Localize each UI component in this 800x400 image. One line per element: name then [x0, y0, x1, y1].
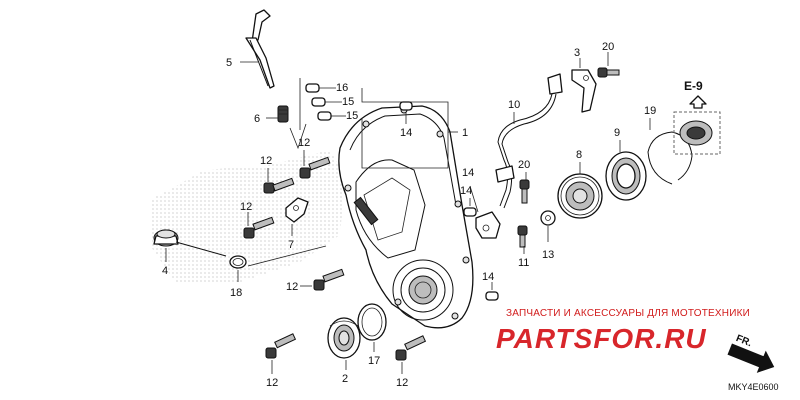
bolt-12c — [243, 216, 275, 239]
label-12d: 12 — [286, 281, 298, 293]
label-6: 6 — [254, 113, 260, 125]
label-15b: 15 — [346, 110, 358, 122]
bolt-12f — [395, 335, 427, 361]
label-10: 10 — [508, 99, 520, 111]
label-8: 8 — [576, 149, 582, 161]
one-way-clutch — [605, 151, 647, 201]
clutch-cover — [338, 105, 474, 329]
o-ring-18 — [229, 255, 247, 269]
label-19: 19 — [644, 105, 656, 117]
label-12e: 12 — [266, 377, 278, 389]
watermark-logo: PARTSFOR.RU — [496, 323, 707, 354]
watermark-caption: ЗАПЧАСТИ И АКСЕССУАРЫ ДЛЯ МОТОТЕХНИКИ — [506, 308, 750, 319]
label-12c: 12 — [240, 201, 252, 213]
label-13: 13 — [542, 249, 554, 261]
label-14d: 14 — [462, 167, 474, 179]
dowel-pins — [305, 83, 332, 121]
spring — [277, 105, 289, 123]
clamp-bracket — [571, 69, 597, 113]
label-7: 7 — [288, 239, 294, 251]
dowel-14-bottom — [485, 291, 499, 301]
front-direction-arrow: FR. — [727, 333, 775, 373]
label-5: 5 — [226, 57, 232, 69]
label-4: 4 — [162, 265, 168, 277]
bolt-12d — [313, 268, 345, 291]
label-2: 2 — [342, 373, 348, 385]
diagram-code: MKY4E0600 — [728, 382, 779, 392]
oil-lever — [245, 9, 275, 89]
bolt-20b — [519, 179, 530, 204]
engine-background — [150, 150, 345, 282]
bolt-12e — [265, 333, 297, 359]
label-1: 1 — [462, 127, 468, 139]
label-11: 11 — [518, 257, 529, 269]
label-12f: 12 — [396, 377, 408, 389]
label-3: 3 — [574, 47, 580, 59]
label-14b: 14 — [460, 185, 472, 197]
sensor-harness — [475, 73, 563, 239]
label-17: 17 — [368, 355, 380, 367]
crankcase-cap — [327, 317, 361, 359]
dowel-14-top — [399, 101, 413, 111]
watermark: ЗАПЧАСТИ И АКСЕССУАРЫ ДЛЯ МОТОТЕХНИКИ PA… — [496, 308, 750, 354]
label-12b: 12 — [298, 137, 310, 149]
starter-gear — [557, 173, 603, 219]
bolt-12a — [263, 177, 295, 194]
label-14a: 14 — [400, 127, 412, 139]
reference-e9: E-9 — [673, 79, 721, 155]
label-18: 18 — [230, 287, 242, 299]
label-16: 16 — [336, 82, 348, 94]
label-14c: 14 — [482, 271, 494, 283]
bracket — [285, 197, 309, 223]
label-9: 9 — [614, 127, 620, 139]
dowel-14-mid — [463, 207, 477, 217]
washer-13 — [540, 210, 556, 226]
bolt-11 — [517, 225, 528, 248]
label-15a: 15 — [342, 96, 354, 108]
label-12a: 12 — [260, 155, 272, 167]
o-ring-17 — [357, 303, 387, 341]
label-20b: 20 — [518, 159, 530, 171]
label-20a: 20 — [602, 41, 614, 53]
circlip-19 — [647, 131, 693, 185]
bolt-20a — [597, 67, 620, 78]
bolt-12b — [299, 156, 331, 179]
oil-filler-cap — [153, 229, 227, 257]
reference-label: E-9 — [684, 79, 703, 93]
